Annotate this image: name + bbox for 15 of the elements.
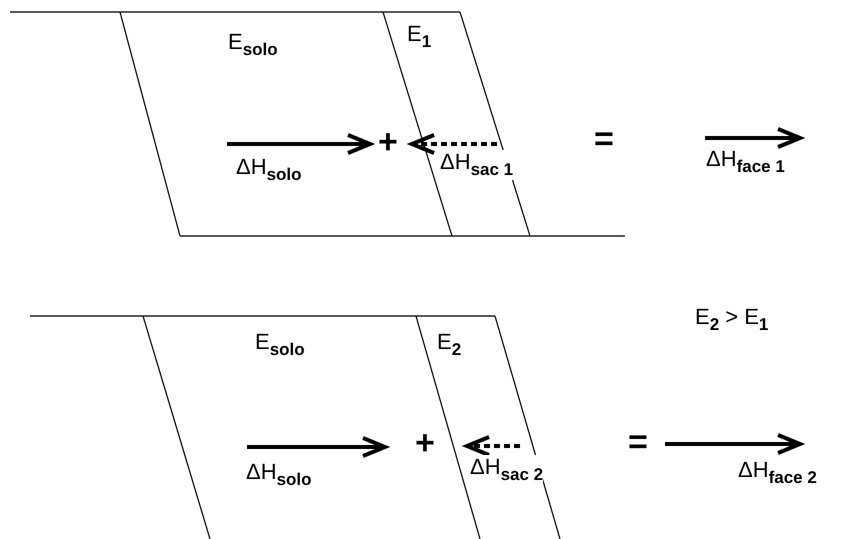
symbol-label: ΔH$_{face 2}$ — [738, 458, 817, 488]
operator-sign: + — [378, 124, 398, 162]
symbol-label: E$_{2}$ > E$_{1}$ — [695, 305, 768, 335]
symbol-label: E$_{solo}$ — [228, 30, 278, 60]
symbol-label: E$_{1}$ — [407, 22, 432, 52]
symbol-label: ΔH$_{solo}$ — [236, 155, 302, 185]
symbol-label: ΔH$_{face 1}$ — [706, 147, 785, 177]
operator-sign: + — [415, 425, 435, 462]
symbol-label: E$_{2}$ — [437, 330, 462, 360]
symbol-label: E$_{solo}$ — [255, 330, 305, 360]
symbol-label: ΔH$_{sac 2}$ — [470, 455, 544, 485]
symbol-label: ΔH$_{solo}$ — [246, 460, 312, 490]
symbol-label: ΔH$_{sac 1}$ — [440, 150, 514, 180]
operator-sign: = — [594, 121, 614, 158]
operator-sign: = — [628, 424, 648, 462]
